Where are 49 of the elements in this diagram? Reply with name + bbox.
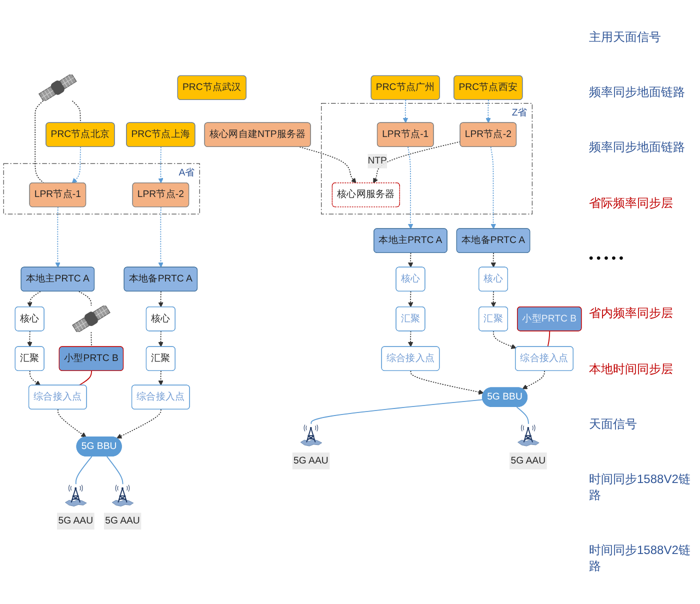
layer-label: 省际频率同步层 — [589, 196, 673, 212]
annotation-text: 主用天面信号 — [589, 30, 661, 46]
arrow — [410, 370, 484, 395]
node-picture — [38, 74, 78, 101]
arrow — [486, 100, 491, 124]
arrow — [158, 330, 164, 348]
arrow — [57, 409, 86, 438]
connector — [106, 456, 124, 485]
annotation-text: 频率同步地面链路 — [589, 140, 685, 156]
arrow — [493, 330, 516, 349]
connector — [547, 330, 550, 348]
edge-label: NTP — [368, 156, 387, 166]
connector — [78, 370, 92, 386]
arrow — [29, 370, 41, 386]
connector — [90, 332, 92, 348]
arrow — [522, 370, 545, 390]
arrow — [158, 291, 164, 308]
annotation-text: 时间同步1588V2链路 — [589, 472, 692, 504]
annotation-text: 时间同步1588V2链路 — [589, 542, 692, 574]
annotation-text: 频率同步地面链路 — [589, 85, 685, 101]
arrow — [408, 291, 414, 308]
arrow — [490, 146, 496, 230]
arrow — [408, 330, 414, 348]
arrow — [55, 206, 60, 268]
arrow — [490, 291, 496, 308]
arrow — [27, 330, 32, 348]
layer-label: 本地时间同步层 — [589, 362, 673, 378]
arrow — [27, 291, 41, 308]
arrow — [490, 252, 496, 268]
connector — [34, 100, 44, 184]
arrow — [116, 409, 162, 439]
connector — [78, 291, 92, 306]
arrow — [408, 146, 414, 230]
connector — [516, 406, 529, 424]
node-picture — [71, 306, 112, 332]
arrow — [72, 146, 81, 184]
connector — [75, 456, 92, 485]
arrow — [158, 370, 164, 386]
ellipsis: • • • • • — [589, 250, 624, 267]
arrow — [299, 146, 356, 184]
layer-label: 省内频率同步层 — [589, 306, 673, 322]
connector — [310, 399, 484, 424]
connector — [72, 100, 81, 124]
arrow — [402, 100, 408, 124]
arrow — [408, 252, 414, 268]
arrow — [158, 206, 164, 268]
arrow — [373, 141, 461, 184]
arrow — [158, 146, 164, 184]
annotation-text: 天面信号 — [589, 416, 637, 432]
